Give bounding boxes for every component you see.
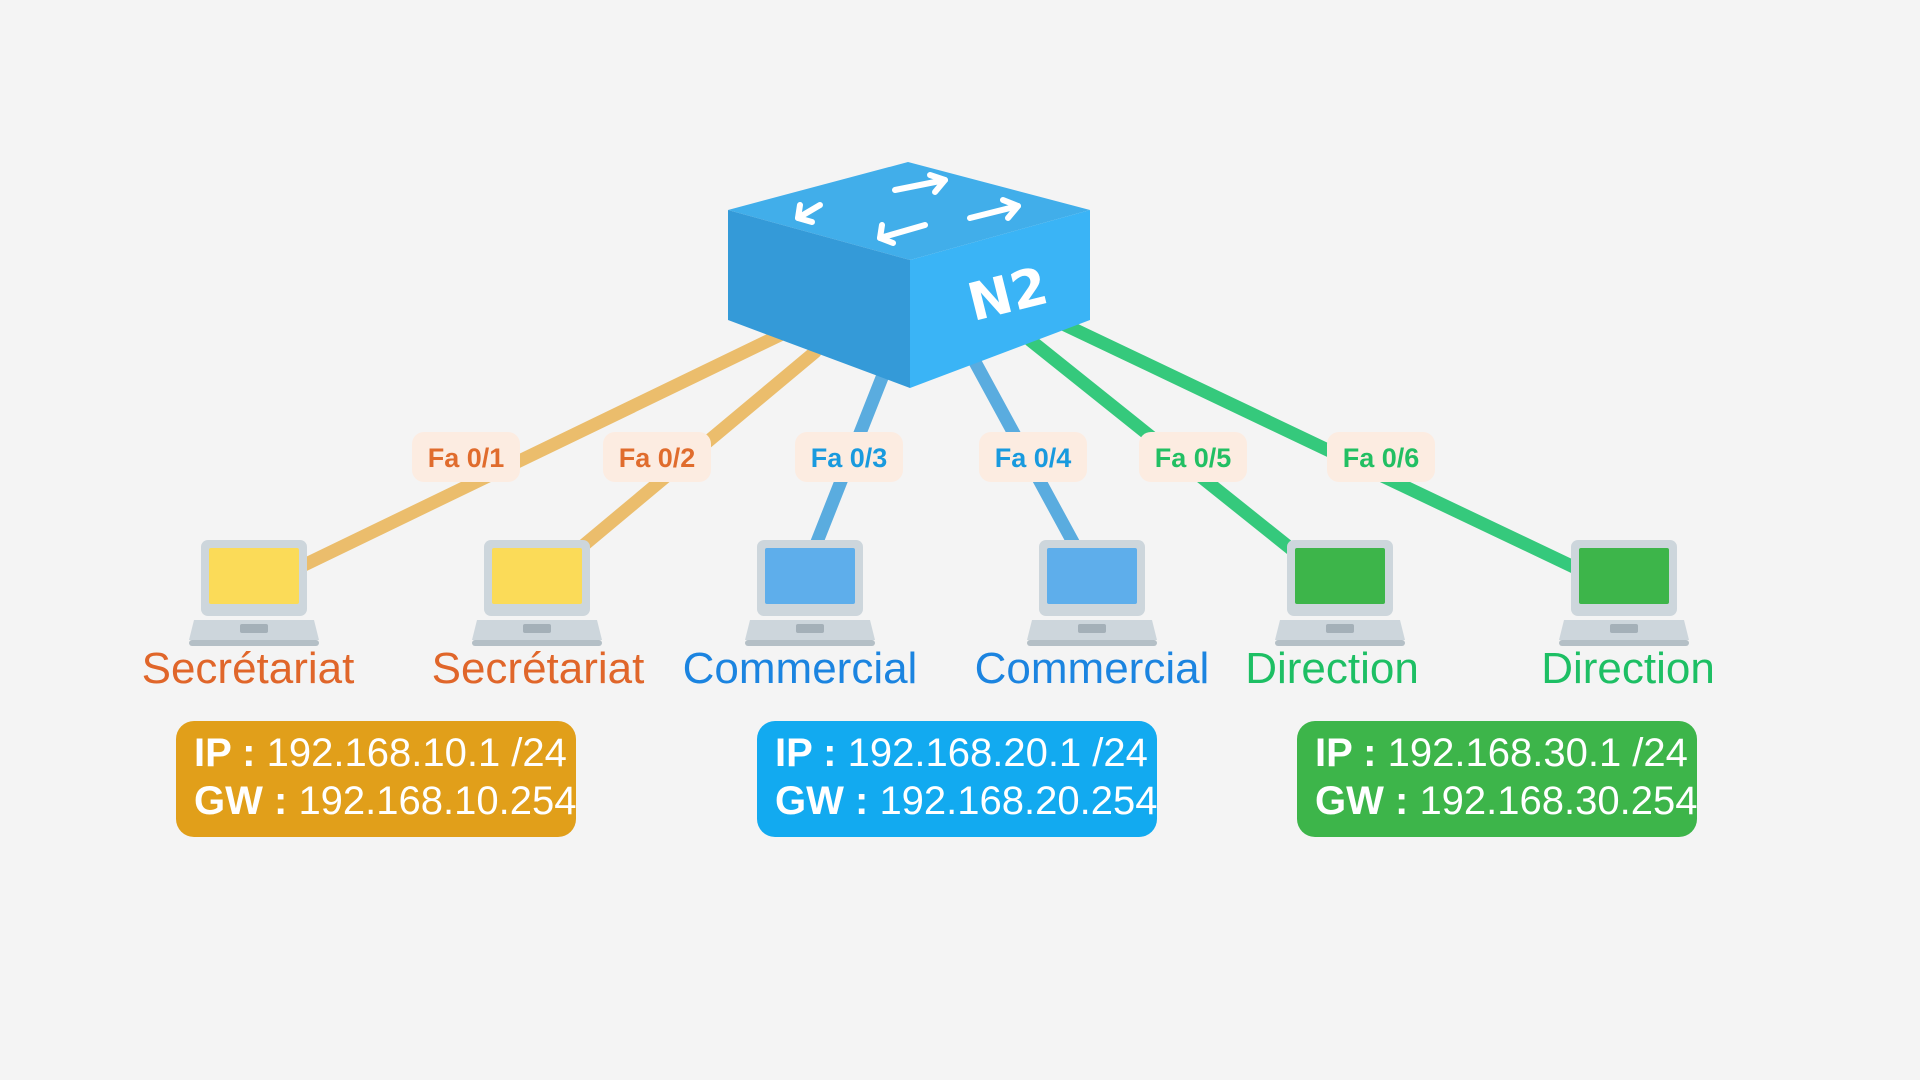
laptop-screen	[765, 548, 855, 604]
ip-key: IP :	[1315, 731, 1377, 775]
port-badge-bg	[412, 432, 520, 482]
port-badge-1: Fa 0/1	[412, 432, 520, 482]
port-label: Fa 0/5	[1155, 443, 1232, 473]
laptop-2[interactable]: Secrétariat	[432, 540, 645, 693]
laptop-4[interactable]: Commercial	[975, 540, 1210, 693]
port-badge-bg	[1327, 432, 1435, 482]
ip-box-direction: IP : 192.168.30.1 /24 GW : 192.168.30.25…	[1297, 721, 1697, 837]
ip-box-commercial: IP : 192.168.20.1 /24 GW : 192.168.20.25…	[757, 721, 1157, 837]
ip-value: 192.168.20.1 /24	[847, 731, 1148, 775]
switch-arrows-icon	[795, 172, 1021, 246]
gw-key: GW :	[775, 779, 869, 823]
ip-value: 192.168.30.1 /24	[1387, 731, 1688, 775]
port-label: Fa 0/3	[811, 443, 888, 473]
gw-row: GW : 192.168.10.254	[194, 777, 576, 825]
laptop-1[interactable]: Secrétariat	[142, 540, 355, 693]
gw-row: GW : 192.168.20.254	[775, 777, 1157, 825]
laptop-icon	[1027, 540, 1157, 646]
switch-left-face	[728, 210, 910, 388]
gw-value: 192.168.30.254	[1419, 779, 1698, 823]
link-line-1	[293, 328, 787, 574]
ip-value: 192.168.10.1 /24	[266, 731, 567, 775]
gw-key: GW :	[1315, 779, 1409, 823]
laptop-3[interactable]: Commercial	[683, 540, 918, 693]
port-badge-4: Fa 0/4	[979, 432, 1087, 482]
gw-row: GW : 192.168.30.254	[1315, 777, 1697, 825]
port-label: Fa 0/2	[619, 443, 696, 473]
laptop-screen	[1295, 548, 1385, 604]
link-line-6	[1058, 318, 1587, 577]
laptop-5[interactable]: Direction	[1245, 540, 1419, 693]
ip-row: IP : 192.168.20.1 /24	[775, 729, 1148, 777]
ip-key: IP :	[775, 731, 837, 775]
ip-box-secretariat: IP : 192.168.10.1 /24 GW : 192.168.10.25…	[176, 721, 576, 837]
switch-right-face	[910, 210, 1090, 388]
port-badge-bg	[603, 432, 711, 482]
port-badge-5: Fa 0/5	[1139, 432, 1247, 482]
gw-key: GW :	[194, 779, 288, 823]
ip-row: IP : 192.168.30.1 /24	[1315, 729, 1688, 777]
laptop-screen	[492, 548, 582, 604]
laptop-icon	[1275, 540, 1405, 646]
port-badge-bg	[795, 432, 903, 482]
port-badge-3: Fa 0/3	[795, 432, 903, 482]
port-badge-2: Fa 0/2	[603, 432, 711, 482]
port-badge-bg	[979, 432, 1087, 482]
pc-label: Commercial	[975, 644, 1210, 693]
laptop-icon	[189, 540, 319, 646]
port-label: Fa 0/1	[428, 443, 505, 473]
port-badge-6: Fa 0/6	[1327, 432, 1435, 482]
pc-label: Commercial	[683, 644, 918, 693]
port-label: Fa 0/6	[1343, 443, 1420, 473]
gw-value: 192.168.10.254	[298, 779, 577, 823]
pc-label: Direction	[1541, 644, 1715, 693]
pc-label: Secrétariat	[142, 644, 355, 693]
switch-n2[interactable]: N2	[728, 162, 1090, 388]
pc-label: Secrétariat	[432, 644, 645, 693]
switch-top-face	[728, 162, 1090, 260]
gw-value: 192.168.20.254	[879, 779, 1158, 823]
ip-key: IP :	[194, 731, 256, 775]
pcs-layer: Secrétariat Secrétariat Commercial Commerci…	[142, 540, 1715, 693]
laptop-icon	[1559, 540, 1689, 646]
port-label: Fa 0/4	[995, 443, 1072, 473]
laptop-screen	[1579, 548, 1669, 604]
ip-row: IP : 192.168.10.1 /24	[194, 729, 567, 777]
laptop-icon	[472, 540, 602, 646]
pc-label: Direction	[1245, 644, 1419, 693]
laptop-6[interactable]: Direction	[1541, 540, 1715, 693]
laptop-screen	[209, 548, 299, 604]
laptop-screen	[1047, 548, 1137, 604]
port-badge-bg	[1139, 432, 1247, 482]
laptop-icon	[745, 540, 875, 646]
ports-layer: Fa 0/1 Fa 0/2 Fa 0/3 Fa 0/4 Fa 0/5 Fa 0/6	[412, 432, 1435, 482]
